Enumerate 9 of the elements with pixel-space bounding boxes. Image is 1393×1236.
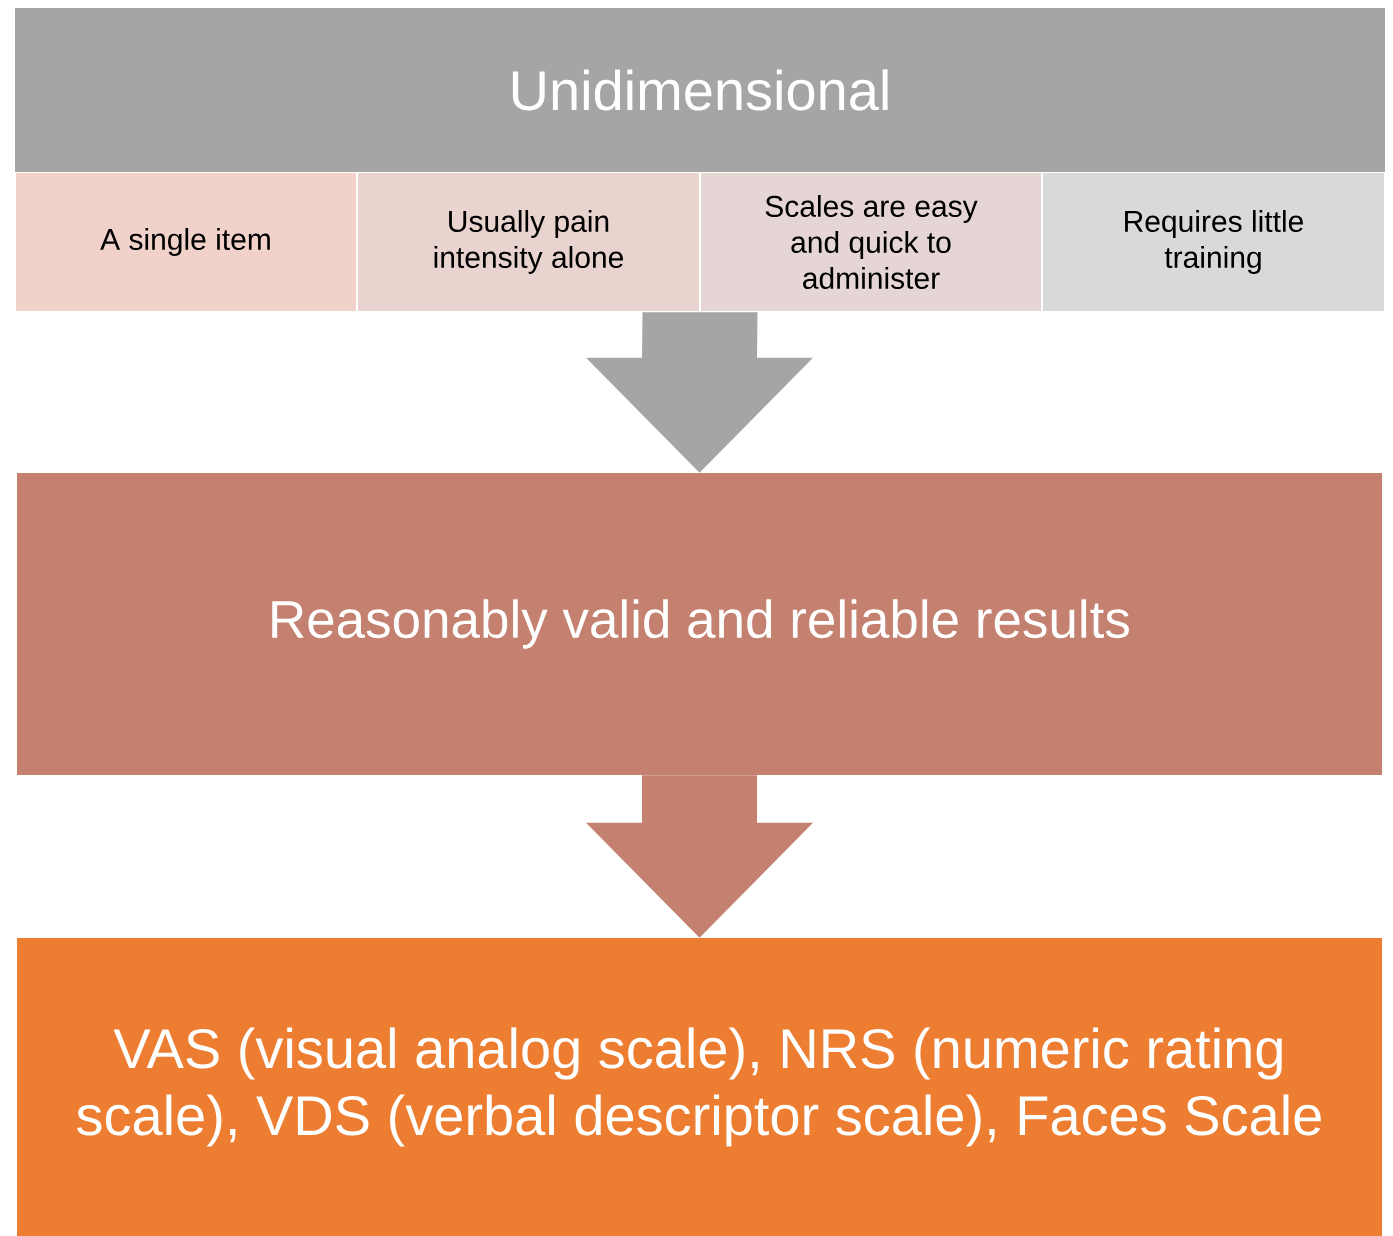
block-arrow [586, 775, 813, 938]
feature-cell: Scales are easy and quick to administer [699, 172, 1043, 312]
feature-cell: Requires little training [1041, 172, 1386, 312]
feature-cell: Usually pain intensity alone [356, 172, 701, 312]
scale-box: VAS (visual analog scale), NRS (numeric rating scale), VDS (verbal descriptor scale), Faces Scale [17, 938, 1382, 1236]
feature-cell: A single item [14, 172, 358, 312]
result-box: Reasonably valid and reliable results [17, 473, 1382, 775]
header-band: Unidimensional A single item Usually pain intensity alone Scales are easy and quick to administer Requires little training [14, 8, 1386, 312]
block-arrow [586, 312, 813, 473]
